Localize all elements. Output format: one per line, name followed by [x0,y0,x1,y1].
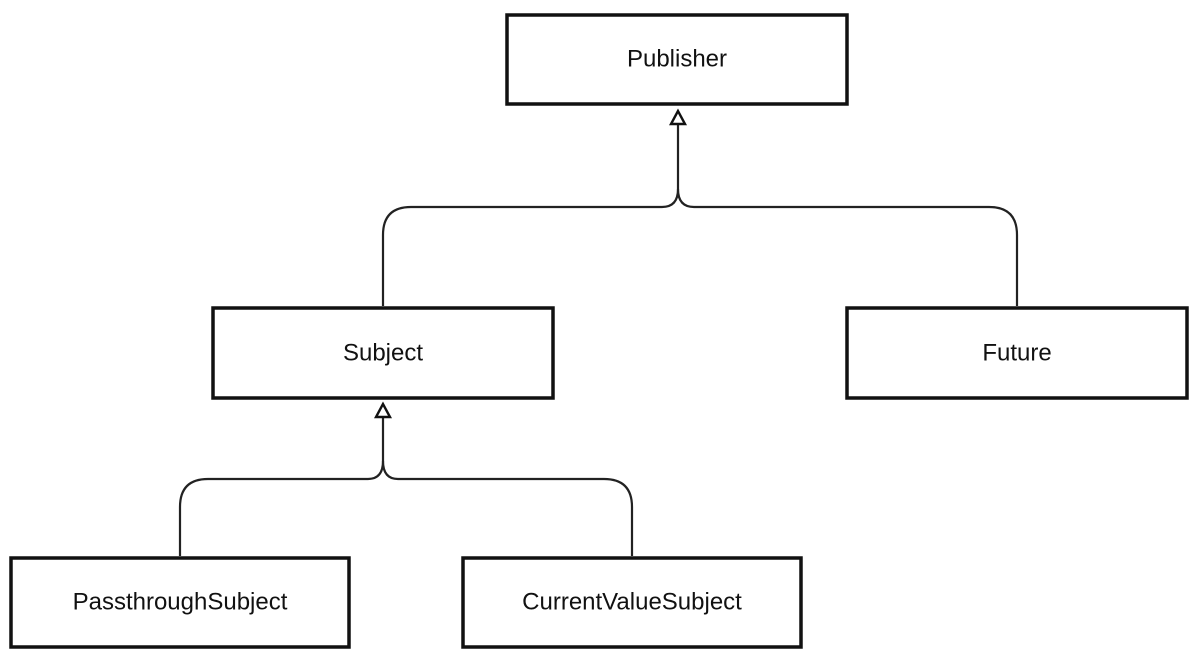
node-passthroughsubject[interactable]: PassthroughSubject [9,556,351,649]
node-future[interactable]: Future [845,306,1189,400]
inheritance-arrow-subject [373,401,393,419]
node-future-box [845,306,1189,400]
edge-passthroughsubject-to-subject [178,417,385,556]
edge-currentvaluesubject-to-subject [381,460,634,556]
node-publisher-label: Publisher [627,46,727,73]
node-passthroughsubject-label: PassthroughSubject [73,589,288,616]
node-subject-label: Subject [343,340,423,367]
edge-future-to-publisher [676,188,1019,306]
node-currentvaluesubject-box [461,556,803,649]
node-subject[interactable]: Subject [211,306,555,400]
node-publisher[interactable]: Publisher [505,13,849,106]
node-publisher-box [505,13,849,106]
node-future-label: Future [982,340,1051,367]
inheritance-arrow-publisher [668,108,688,126]
node-currentvaluesubject-label: CurrentValueSubject [522,589,742,616]
node-currentvaluesubject[interactable]: CurrentValueSubject [461,556,803,649]
node-passthroughsubject-box [9,556,351,649]
node-subject-box [211,306,555,400]
edge-subject-to-publisher [381,124,680,306]
